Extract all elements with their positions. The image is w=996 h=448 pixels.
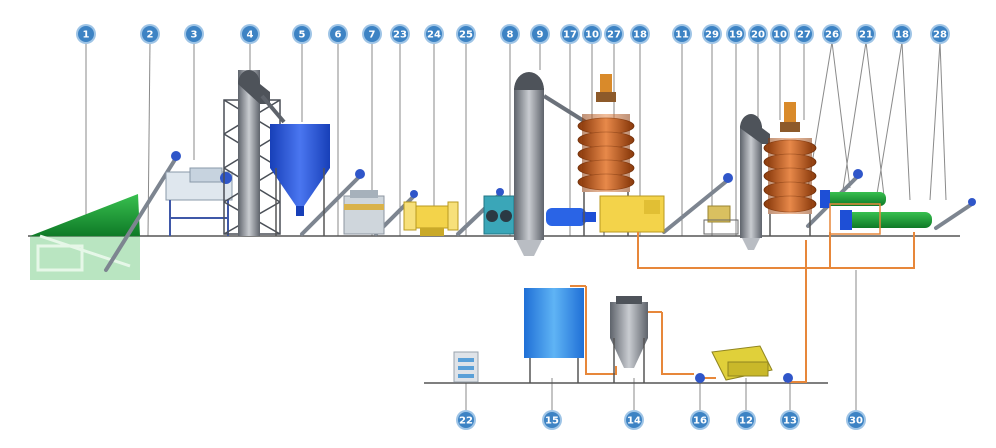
- marker-top-9: 25: [456, 24, 476, 44]
- marker-label: 17: [563, 30, 577, 41]
- marker-label: 10: [773, 30, 787, 41]
- conveyor-motors: [171, 151, 976, 206]
- marker-label: 29: [705, 30, 719, 41]
- marker-label: 22: [459, 416, 473, 427]
- marker-label: 6: [335, 30, 342, 41]
- storage-silo: [270, 124, 330, 236]
- marker-top-14: 27: [604, 24, 624, 44]
- marker-label: 10: [585, 30, 599, 41]
- marker-label: 28: [933, 30, 947, 41]
- marker-top-6: 7: [362, 24, 382, 44]
- marker-label: 25: [459, 30, 473, 41]
- marker-label: 24: [427, 30, 441, 41]
- marker-label: 21: [859, 30, 873, 41]
- control-cabinet: [453, 351, 479, 383]
- marker-label: 9: [537, 30, 544, 41]
- marker-bottom-4: 12: [736, 410, 756, 430]
- marker-top-17: 29: [702, 24, 722, 44]
- marker-label: 2: [147, 30, 154, 41]
- marker-label: 14: [627, 416, 641, 427]
- screw-press-group: [820, 190, 932, 235]
- marker-top-1: 2: [140, 24, 160, 44]
- press-frame-yellow: [599, 195, 665, 236]
- marker-label: 27: [797, 30, 811, 41]
- marker-top-16: 11: [672, 24, 692, 44]
- marker-bottom-6: 30: [846, 410, 866, 430]
- marker-top-25: 28: [930, 24, 950, 44]
- marker-top-23: 21: [856, 24, 876, 44]
- small-feeder: [703, 205, 739, 235]
- marker-label: 16: [693, 416, 707, 427]
- marker-label: 4: [247, 30, 254, 41]
- receiving-hopper: [30, 194, 140, 280]
- bucket-elevator-2: [514, 72, 594, 256]
- marker-bottom-3: 16: [690, 410, 710, 430]
- bottom-marker-row: 22 15 14 16 12 13 30: [456, 410, 866, 430]
- marker-top-12: 17: [560, 24, 580, 44]
- oil-pumps: [695, 373, 793, 383]
- marker-bottom-1: 15: [542, 410, 562, 430]
- marker-bottom-2: 14: [624, 410, 644, 430]
- marker-top-8: 24: [424, 24, 444, 44]
- marker-label: 18: [895, 30, 909, 41]
- marker-label: 12: [739, 416, 753, 427]
- oil-storage-tank: [524, 288, 584, 383]
- marker-bottom-0: 22: [456, 410, 476, 430]
- marker-top-20: 10: [770, 24, 790, 44]
- marker-top-13: 10: [582, 24, 602, 44]
- marker-label: 11: [675, 30, 689, 41]
- oil-press-2: [763, 102, 817, 236]
- yellow-crusher: [403, 201, 459, 236]
- marker-label: 13: [783, 416, 797, 427]
- steam-cooker: [343, 190, 385, 235]
- marker-top-19: 20: [748, 24, 768, 44]
- marker-top-10: 8: [500, 24, 520, 44]
- marker-bottom-5: 13: [780, 410, 800, 430]
- oil-press-1: [577, 74, 635, 236]
- marker-label: 23: [393, 30, 407, 41]
- marker-top-21: 27: [794, 24, 814, 44]
- marker-label: 3: [191, 30, 198, 41]
- settling-tank: [711, 345, 773, 381]
- marker-label: 15: [545, 416, 559, 427]
- marker-label: 26: [825, 30, 839, 41]
- marker-top-11: 9: [530, 24, 550, 44]
- marker-top-2: 3: [184, 24, 204, 44]
- marker-top-22: 26: [822, 24, 842, 44]
- marker-top-4: 5: [292, 24, 312, 44]
- marker-label: 20: [751, 30, 765, 41]
- bucket-elevator-3: [740, 114, 770, 250]
- marker-label: 5: [299, 30, 306, 41]
- marker-top-18: 19: [726, 24, 746, 44]
- cleaning-screen: [165, 167, 233, 236]
- drive-motor: [546, 208, 596, 226]
- marker-label: 30: [849, 416, 863, 427]
- marker-label: 1: [83, 30, 90, 41]
- marker-top-24: 18: [892, 24, 912, 44]
- marker-top-7: 23: [390, 24, 410, 44]
- marker-top-3: 4: [240, 24, 260, 44]
- marker-top-5: 6: [328, 24, 348, 44]
- marker-label: 27: [607, 30, 621, 41]
- flaking-mill: [483, 195, 515, 235]
- oil-filter: [610, 296, 648, 383]
- marker-top-0: 1: [76, 24, 96, 44]
- marker-top-15: 18: [630, 24, 650, 44]
- marker-label: 8: [507, 30, 514, 41]
- marker-label: 18: [633, 30, 647, 41]
- marker-label: 19: [729, 30, 743, 41]
- marker-label: 7: [369, 30, 376, 41]
- bucket-elevator-1: [223, 70, 286, 236]
